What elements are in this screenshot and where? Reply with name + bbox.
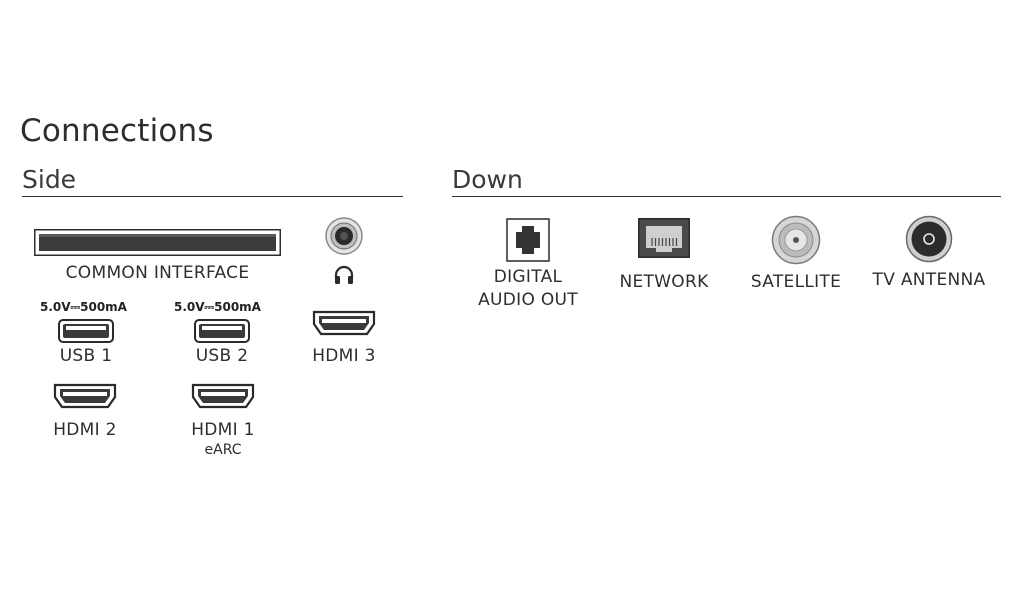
hdmi2-label: HDMI 2 [53, 420, 117, 440]
headphone-jack-icon [325, 217, 363, 255]
hdmi1-label: HDMI 1 [191, 420, 255, 440]
hdmi-port-icon [312, 310, 376, 336]
side-divider [22, 196, 403, 197]
section-heading-down: Down [452, 165, 523, 194]
usb1-rating: 5.0V⎓500mA [40, 300, 127, 314]
coax-antenna-icon [905, 215, 953, 263]
network-label: NETWORK [619, 272, 709, 292]
usb2-rating: 5.0V⎓500mA [174, 300, 261, 314]
hdmi3-label: HDMI 3 [312, 346, 376, 366]
page-title: Connections [20, 113, 214, 149]
headphone-icon [334, 265, 354, 284]
satellite-label: SATELLITE [750, 272, 842, 292]
down-divider [452, 196, 1001, 197]
digital-audio-out-label-line2: AUDIO OUT [478, 290, 578, 310]
hdmi-port-icon [53, 383, 117, 409]
digital-audio-out-label-line1: DIGITAL [493, 267, 563, 287]
common-interface-label: COMMON INTERFACE [65, 263, 250, 283]
tv-antenna-label: TV ANTENNA [872, 270, 986, 290]
ethernet-port-icon [638, 218, 690, 258]
coax-satellite-icon [771, 215, 821, 265]
usb2-label: USB 2 [195, 346, 249, 366]
hdmi1-earc-label: eARC [204, 442, 242, 458]
common-interface-slot-icon [34, 229, 281, 256]
usb-port-icon [194, 319, 250, 343]
hdmi-port-icon [191, 383, 255, 409]
usb-port-icon [58, 319, 114, 343]
section-heading-side: Side [22, 165, 77, 194]
usb1-label: USB 1 [59, 346, 113, 366]
optical-port-icon [506, 218, 550, 262]
